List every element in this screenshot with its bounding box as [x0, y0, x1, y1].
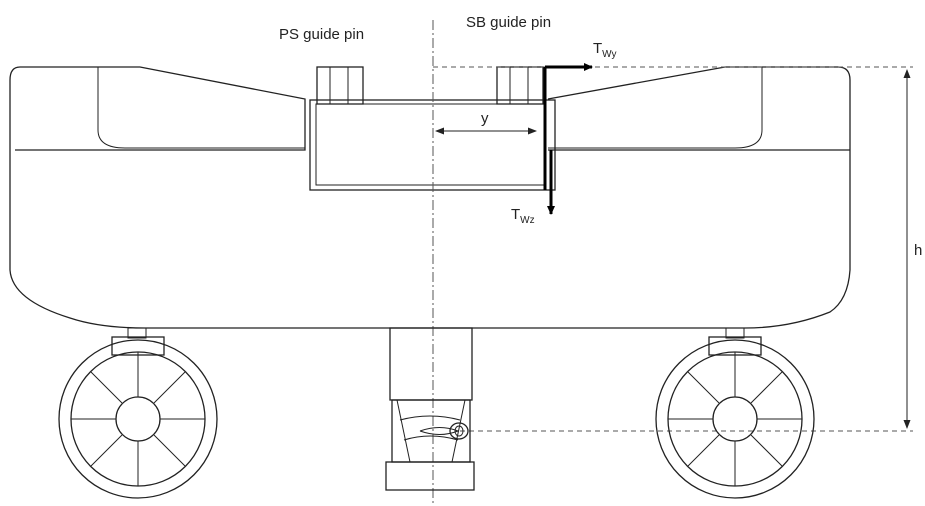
vehicle-hull	[9, 66, 851, 329]
h-dimension-label: h	[914, 242, 922, 259]
tool-pivot	[449, 422, 469, 440]
ps-guide-pin-label: PS guide pin	[279, 26, 364, 43]
twz-label-main: T	[511, 206, 520, 223]
central-column	[385, 327, 475, 491]
sb-guide-pin	[496, 66, 544, 105]
twy-label: TWy	[593, 40, 617, 60]
twz-label: TWz	[511, 206, 535, 226]
y-dimension-label: y	[481, 110, 489, 127]
twy-label-main: T	[593, 40, 602, 57]
force-vectors	[543, 63, 593, 215]
sb-guide-pin-label: SB guide pin	[466, 14, 551, 31]
wheel-left	[58, 327, 218, 499]
ps-guide-pin	[316, 66, 364, 105]
wheel-right	[655, 327, 815, 499]
twy-label-sub: Wy	[602, 49, 616, 60]
twz-label-sub: Wz	[520, 215, 534, 226]
